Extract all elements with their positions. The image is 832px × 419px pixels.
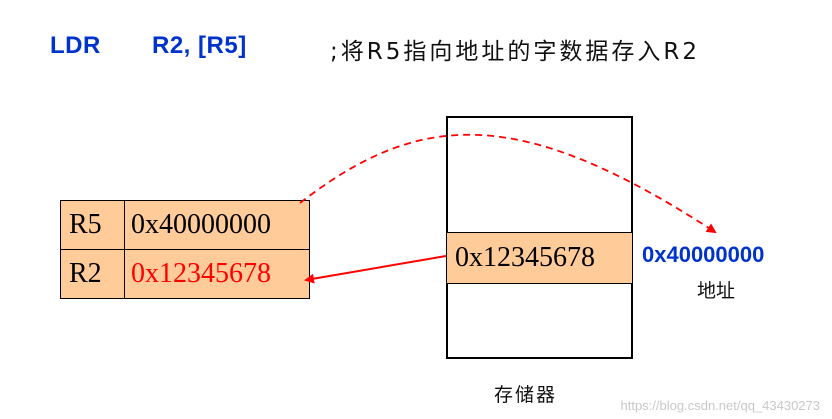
register-value-highlighted: 0x12345678 [124,249,310,299]
instruction-operands: R2, [R5] [152,32,247,59]
register-row-r2: R2 0x12345678 [60,249,310,299]
register-value: 0x40000000 [124,200,310,250]
instruction-comment: ;将R5指向地址的字数据存入R2 [330,39,700,65]
load-data-arrow [304,255,447,284]
memory-address: 0x40000000 [642,242,765,267]
watermark: https://blog.csdn.net/qq_43430273 [620,398,821,413]
instruction-mnemonic: LDR [50,32,101,59]
memory-address-label: 地址 [697,280,736,302]
memory-label: 存储器 [494,384,558,406]
address-pointer-arrow [299,133,717,234]
memory-cell: 0x12345678 [446,232,633,284]
register-name: R2 [60,249,125,299]
register-table: R5 0x40000000 R2 0x12345678 [60,200,310,299]
register-row-r5: R5 0x40000000 [60,200,310,250]
